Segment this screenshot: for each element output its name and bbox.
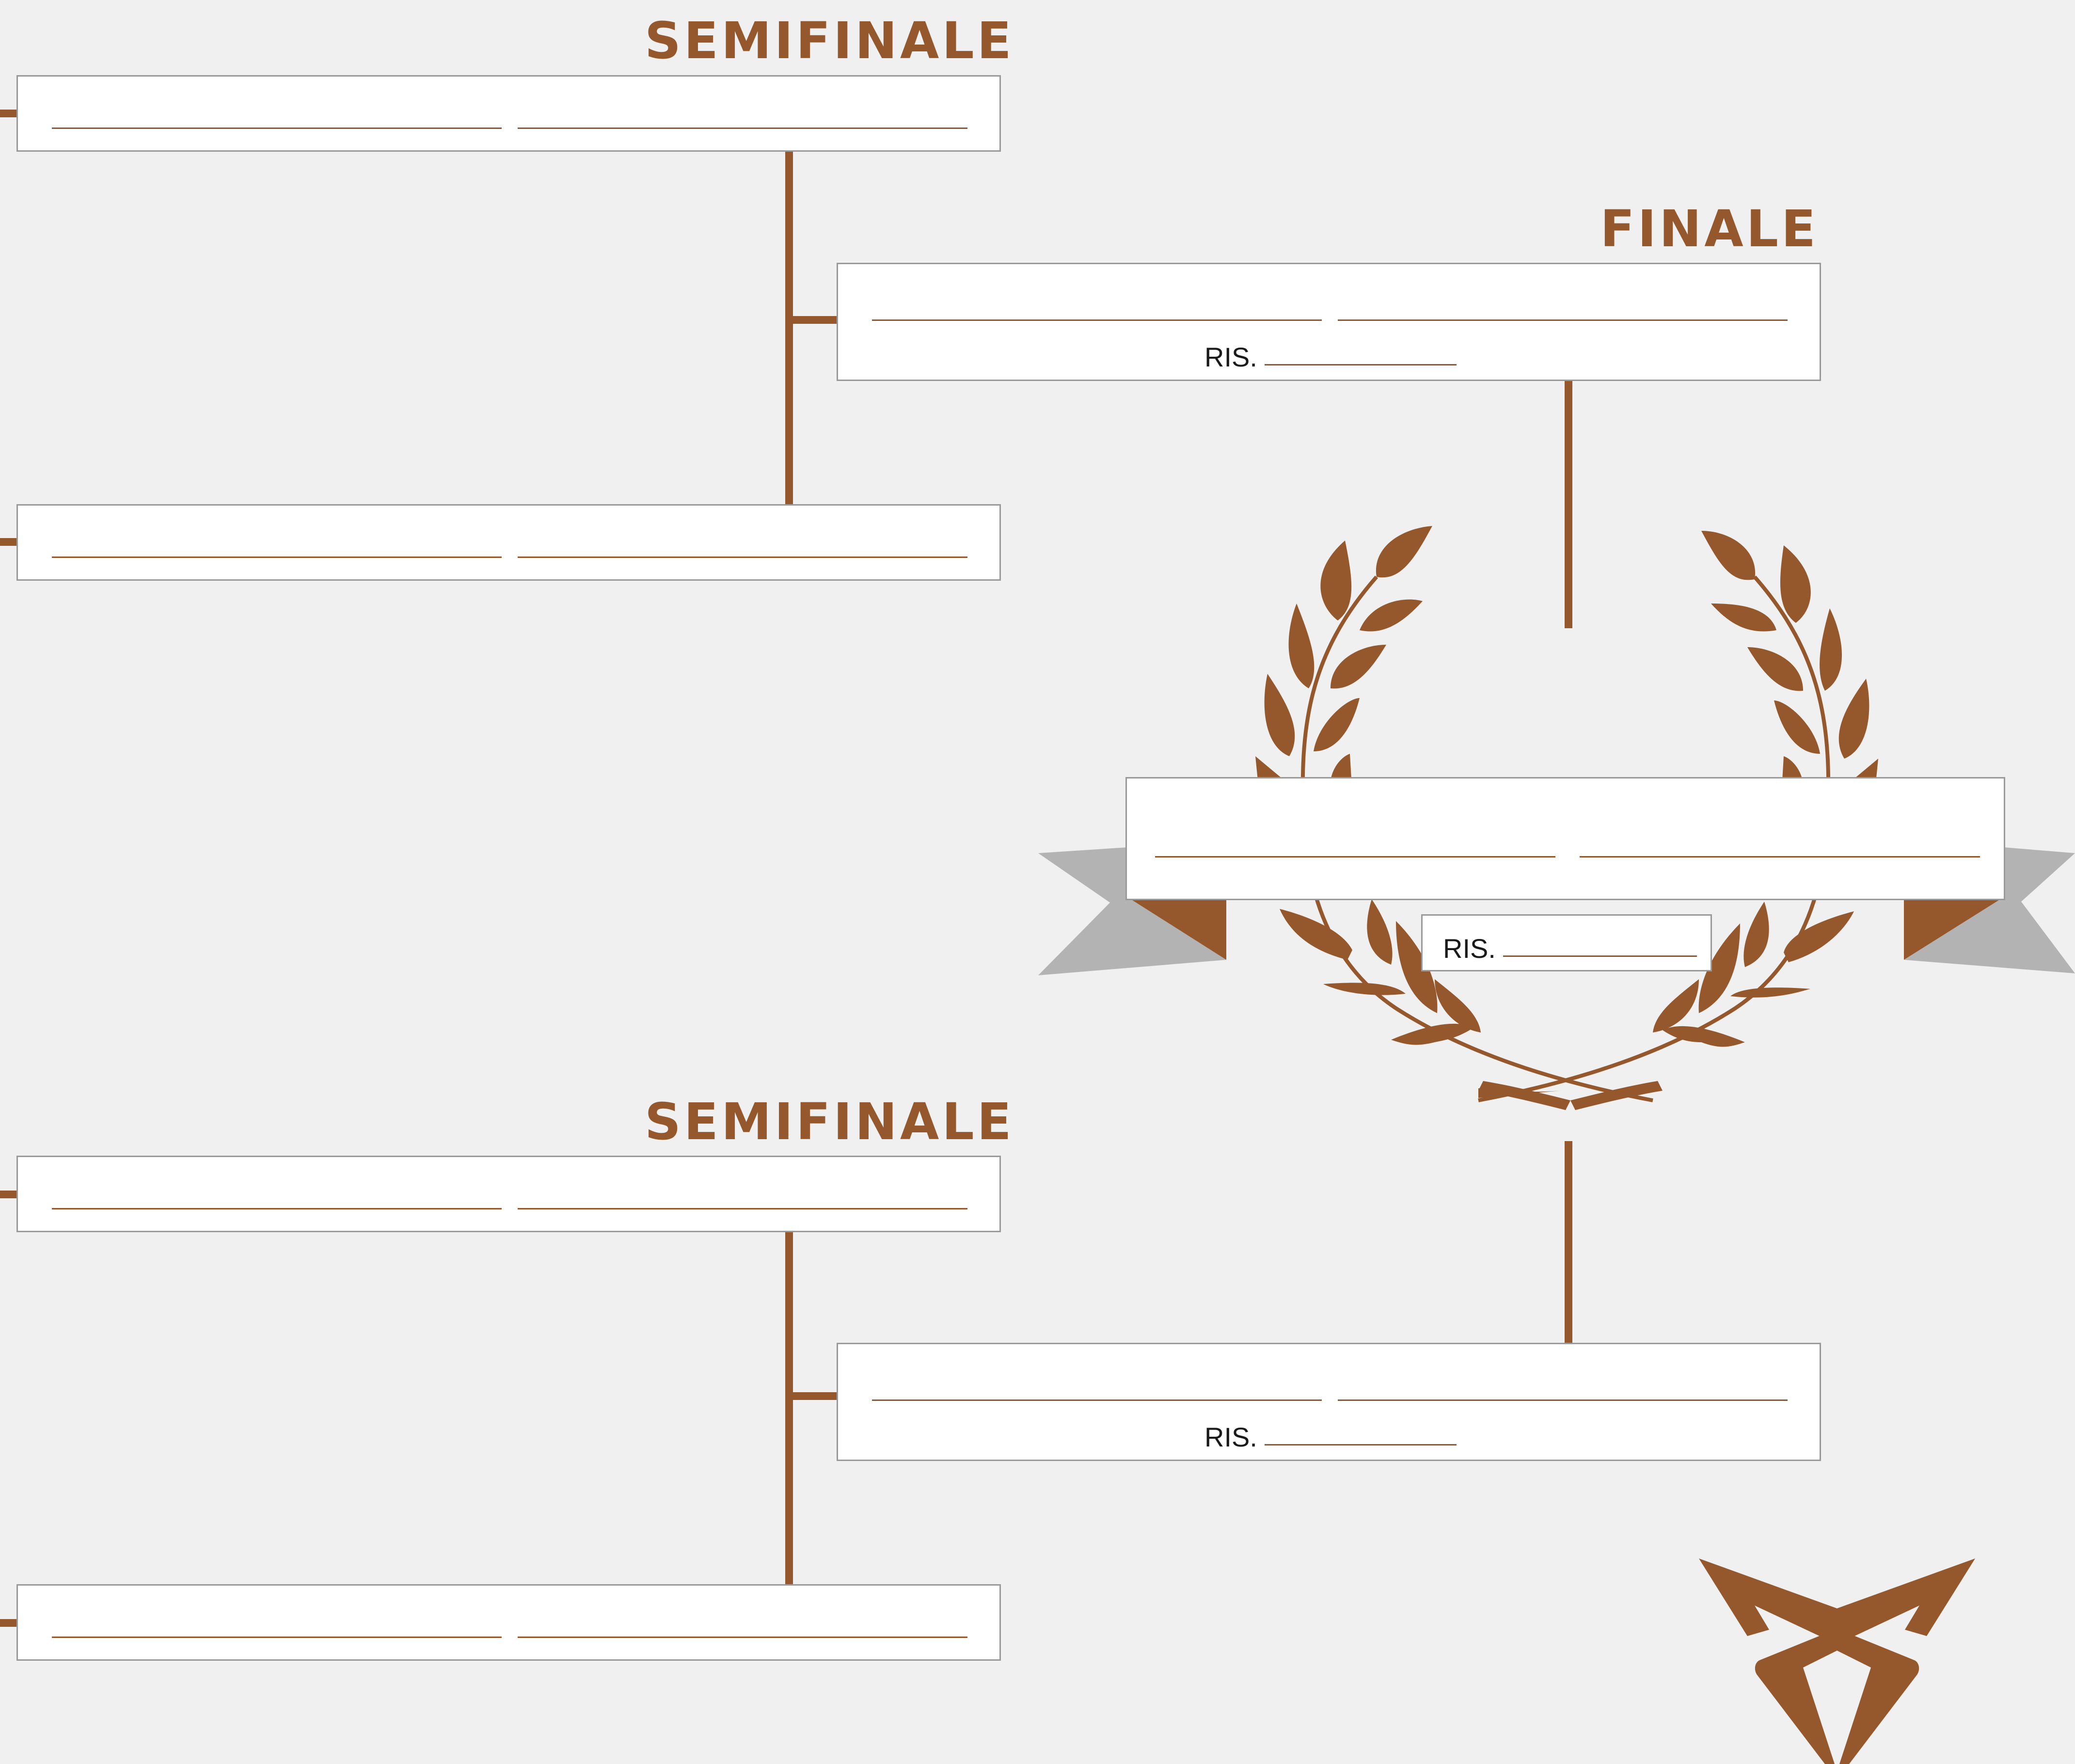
brand-logo-icon [0, 0, 2075, 1764]
